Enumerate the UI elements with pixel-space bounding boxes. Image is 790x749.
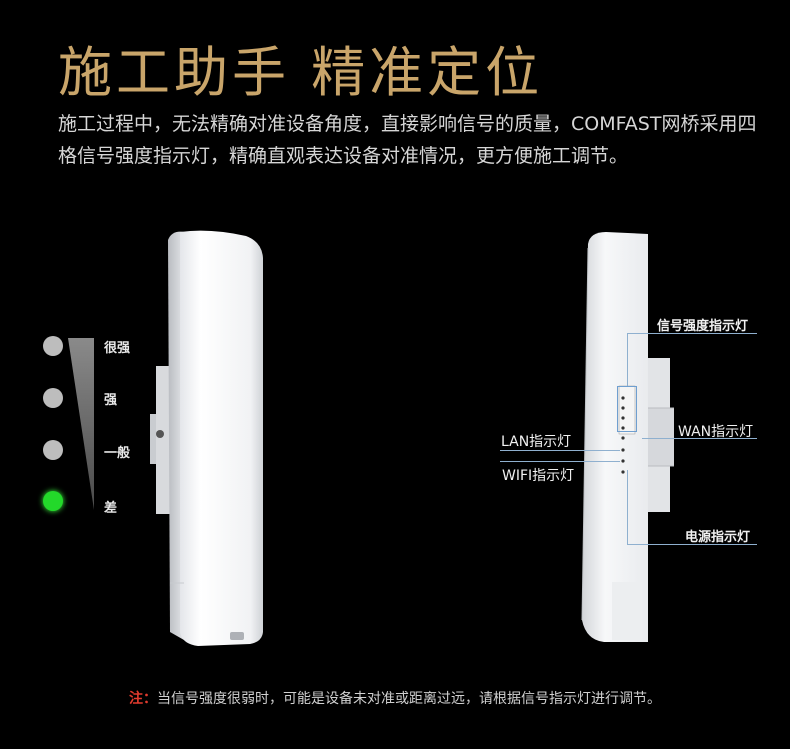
level-label-very-strong: 很强 bbox=[104, 341, 131, 356]
page-description: 施工过程中，无法精确对准设备角度，直接影响信号的质量，COMFAST网桥采用四格… bbox=[58, 113, 757, 167]
callout-line-signal-v bbox=[627, 333, 628, 386]
callout-line-wifi bbox=[500, 461, 620, 462]
level-dot-normal bbox=[43, 440, 63, 460]
level-dot-poor bbox=[43, 491, 63, 511]
signal-led-highlight bbox=[617, 386, 637, 432]
callout-line-wan bbox=[642, 438, 757, 439]
device-side-image bbox=[581, 232, 674, 642]
level-dot-strong bbox=[43, 388, 63, 408]
power-led-callout: 电源指示灯 bbox=[685, 530, 751, 545]
callout-line-power-v bbox=[627, 470, 628, 544]
callout-line-lan bbox=[500, 450, 620, 451]
level-label-strong: 强 bbox=[104, 393, 118, 408]
note-prefix: 注： bbox=[129, 691, 157, 707]
device-front-image bbox=[150, 230, 263, 646]
level-dot-very-strong bbox=[43, 336, 63, 356]
note-text: 当信号强度很弱时，可能是设备未对准或距离过远，请根据信号指示灯进行调节。 bbox=[157, 691, 661, 707]
wifi-led-callout: WIFI指示灯 bbox=[502, 468, 575, 484]
level-label-poor: 差 bbox=[104, 501, 118, 516]
strength-wedge-graphic bbox=[68, 338, 94, 510]
callout-line-signal-h bbox=[627, 333, 757, 334]
lan-led-callout: LAN指示灯 bbox=[501, 434, 572, 450]
callout-line-power-h bbox=[627, 544, 757, 545]
page-title: 施工助手 精准定位 bbox=[58, 41, 544, 104]
signal-led-callout: 信号强度指示灯 bbox=[657, 319, 749, 334]
wan-led-callout: WAN指示灯 bbox=[678, 424, 754, 440]
level-label-normal: 一般 bbox=[104, 446, 131, 461]
footer-note: 注：当信号强度很弱时，可能是设备未对准或距离过远，请根据信号指示灯进行调节。 bbox=[0, 688, 790, 708]
